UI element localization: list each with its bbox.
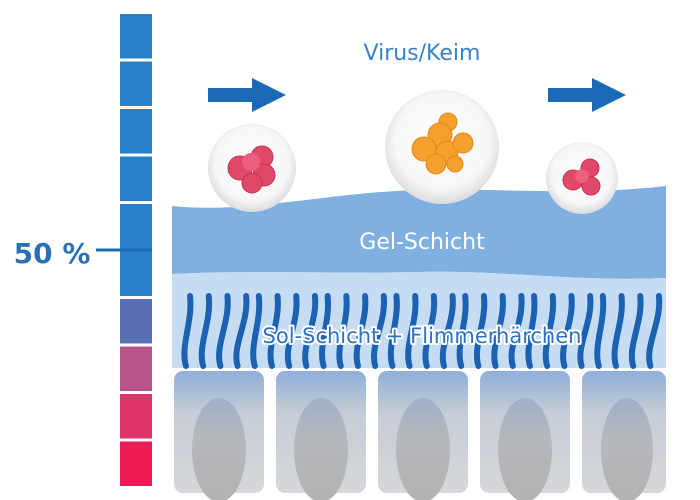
scale-segment (120, 394, 152, 439)
cilium (284, 293, 300, 369)
cilium (560, 293, 575, 369)
cilium (319, 293, 332, 369)
cell (582, 371, 666, 500)
virus-label: Virus/Keim (364, 41, 481, 66)
cilium (611, 293, 625, 369)
arrow-right-icon (548, 78, 626, 112)
cilium (198, 293, 213, 369)
cilium (422, 293, 438, 369)
cilium (387, 293, 400, 369)
cilium (646, 293, 663, 369)
epithelial-cells (174, 371, 666, 500)
cilium (302, 293, 319, 369)
percent-label: 50 % (14, 237, 91, 270)
scale-segment (120, 251, 152, 296)
cilium (405, 293, 419, 369)
cilium (474, 293, 488, 369)
cilium (508, 293, 525, 369)
arrow-right-icon (208, 78, 286, 112)
cilium (216, 293, 231, 369)
sol-layer-label: Sol-Schicht + Flimmerhärchen (263, 324, 582, 348)
cell (276, 371, 366, 500)
cilium (577, 293, 594, 369)
cilium (336, 293, 350, 369)
gel-layer (172, 186, 666, 279)
virus-particle-icon (385, 90, 499, 204)
cell-nucleus (396, 398, 450, 500)
cell-nucleus (294, 398, 348, 500)
cilium (181, 293, 194, 369)
cilia-group (181, 293, 663, 369)
cilium (250, 293, 263, 369)
cilium (439, 293, 456, 369)
cilium (628, 293, 644, 369)
cilium (456, 293, 469, 369)
cilium (233, 293, 250, 369)
cell (174, 371, 264, 500)
scale-segment (120, 14, 152, 59)
cell-nucleus (192, 398, 246, 500)
cilium (371, 293, 387, 369)
scale-segment (120, 61, 152, 106)
virus-particle-icon (208, 124, 296, 212)
scale-segment (120, 204, 152, 249)
cilium (491, 293, 506, 369)
percentage-scale-bar (120, 14, 152, 486)
scale-segment (120, 441, 152, 486)
cell (480, 371, 570, 500)
scale-segment (120, 109, 152, 154)
cell (378, 371, 468, 500)
scale-segment (120, 156, 152, 201)
virus-particle-icon (546, 142, 618, 214)
gel-layer-label: Gel-Schicht (359, 230, 485, 255)
fifty-percent-marker: 50 % (14, 237, 152, 270)
cell-nucleus (498, 398, 552, 500)
cilium (525, 293, 538, 369)
cilium (594, 293, 607, 369)
cell-nucleus (601, 398, 653, 500)
cilium (353, 293, 369, 369)
scale-segments (120, 14, 152, 486)
scale-segment (120, 299, 152, 344)
cilium (267, 293, 281, 369)
cilium (542, 293, 557, 369)
scale-segment (120, 346, 152, 391)
